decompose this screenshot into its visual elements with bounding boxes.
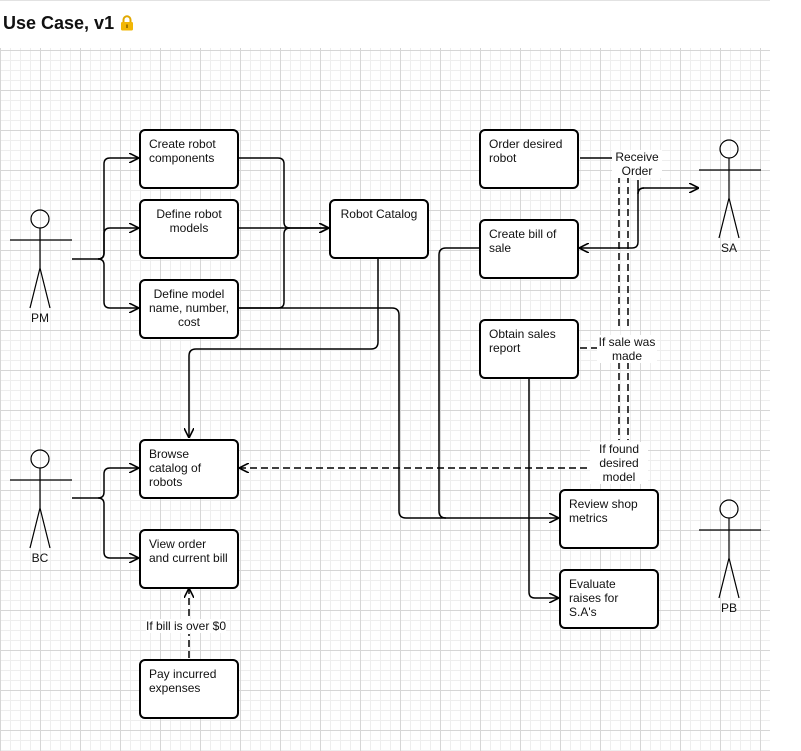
use-case-review-shop-metrics[interactable]: Review shop metrics <box>559 489 659 549</box>
top-divider <box>0 0 770 1</box>
use-case-order-desired-robot[interactable]: Order desired robot <box>479 129 579 189</box>
edge-name-metrics <box>239 307 558 518</box>
use-case-obtain-sales-report[interactable]: Obtain sales report <box>479 319 579 379</box>
actor-bc-figure <box>10 449 72 549</box>
edge-components-catalog <box>239 157 328 228</box>
edge-label-if-sale-made: If sale was made <box>597 335 657 363</box>
use-case-pay-expenses[interactable]: Pay incurred expenses <box>139 659 239 719</box>
edge-bc-browse <box>72 468 138 499</box>
use-case-create-bill-of-sale[interactable]: Create bill of sale <box>479 219 579 279</box>
edge-bill-metrics <box>438 247 479 519</box>
use-case-robot-catalog[interactable]: Robot Catalog <box>329 199 429 259</box>
edge-bc-view-order <box>97 497 138 558</box>
actor-sa-label: SA <box>720 241 737 255</box>
edge-label-if-found-model: If found desired model <box>590 442 648 484</box>
edge-pm-create-components <box>72 158 138 260</box>
diagram-header: Use Case, v1 <box>3 12 134 34</box>
use-case-define-robot-models[interactable]: Define robot models <box>139 199 239 259</box>
edge-pm-define-name <box>97 258 138 308</box>
edge-sa-bill <box>580 187 645 248</box>
diagram-title: Use Case, v1 <box>3 12 115 33</box>
edge-label-receive-order: Receive Order <box>612 150 662 178</box>
lock-icon[interactable] <box>120 15 134 31</box>
actor-pb-figure <box>699 499 761 599</box>
use-case-browse-catalog[interactable]: Browse catalog of robots <box>139 439 239 499</box>
actor-pm-figure <box>10 209 72 309</box>
edge-label-if-bill-over: If bill is over $0 <box>146 619 227 633</box>
use-case-define-model-name[interactable]: Define model name, number, cost <box>139 279 239 339</box>
edge-catalog-browse <box>189 258 379 437</box>
edge-name-catalog <box>239 227 291 309</box>
actor-sa-figure <box>699 139 761 239</box>
edge-report-raises <box>528 378 558 598</box>
use-case-view-order[interactable]: View order and current bill <box>139 529 239 589</box>
edge-pm-define-models <box>97 228 138 260</box>
use-case-evaluate-raises[interactable]: Evaluate raises for S.A's <box>559 569 659 629</box>
actor-bc-label: BC <box>31 551 49 565</box>
use-case-create-robot-components[interactable]: Create robot components <box>139 129 239 189</box>
edge-receive-sa <box>637 180 698 195</box>
actor-pb-label: PB <box>720 601 737 615</box>
actor-pm-label: PM <box>31 311 49 325</box>
